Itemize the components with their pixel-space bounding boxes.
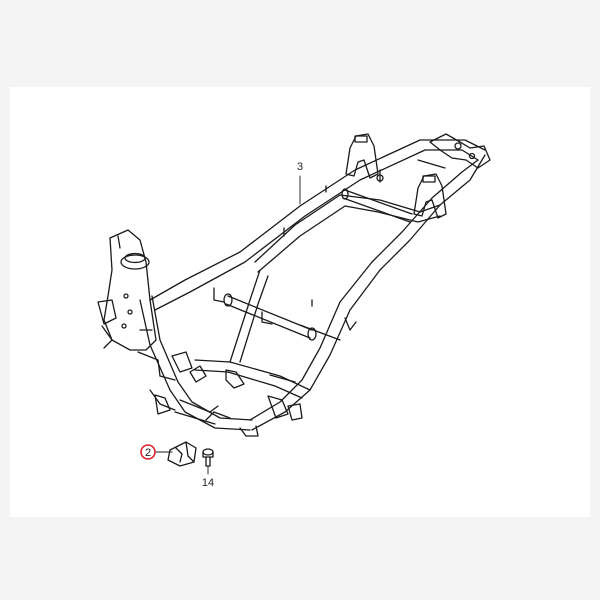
callout-bracket[interactable]: 2	[140, 444, 156, 460]
rear-mount-right	[413, 173, 447, 219]
head-pipe	[97, 229, 176, 381]
bolt-part[interactable]	[202, 448, 214, 467]
frame-body[interactable]	[139, 139, 486, 431]
bracket-part[interactable]	[167, 441, 197, 467]
rear-mount-left	[345, 133, 379, 179]
highlight-ring	[140, 444, 156, 460]
floor-brackets	[149, 351, 303, 437]
callout-frame: 3	[297, 161, 303, 173]
leader-lines	[155, 175, 301, 475]
callout-label-frame: 3	[297, 161, 303, 173]
rear-end-bracket	[429, 133, 491, 169]
callout-label-bolt: 14	[202, 477, 214, 489]
callout-bolt: 14	[202, 477, 214, 489]
callout-label-bracket: 2	[145, 447, 151, 459]
